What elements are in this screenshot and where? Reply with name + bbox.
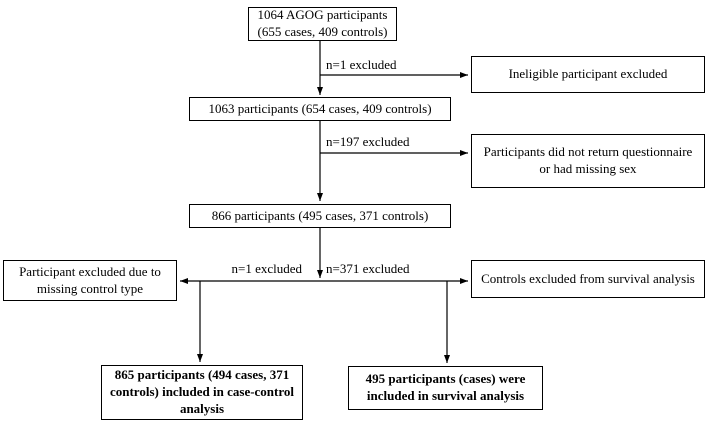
flow-box-1063-participants: 1063 participants (654 cases, 409 contro…	[189, 97, 451, 121]
flow-box-ineligible-excluded: Ineligible participant excluded	[471, 56, 705, 93]
edge-label-n197-excluded: n=197 excluded	[326, 134, 410, 149]
flow-box-case-control-analysis: 865 participants (494 cases, 371 control…	[101, 365, 303, 420]
flow-box-missing-control-type: Participant excluded due to missing cont…	[3, 260, 177, 301]
flow-box-enrollment: 1064 AGOG participants (655 cases, 409 c…	[248, 7, 397, 41]
edge-label-n371-excluded: n=371 excluded	[326, 261, 410, 276]
flow-box-survival-analysis: 495 participants (cases) were included i…	[348, 366, 543, 410]
flow-box-controls-excluded: Controls excluded from survival analysis	[471, 260, 705, 298]
flow-box-866-participants: 866 participants (495 cases, 371 control…	[189, 204, 451, 228]
edge-label-n1-excluded-bottom: n=1 excluded	[231, 261, 302, 276]
flow-box-no-questionnaire: Participants did not return questionnair…	[471, 134, 705, 188]
edge-label-n1-excluded-top: n=1 excluded	[326, 57, 397, 72]
